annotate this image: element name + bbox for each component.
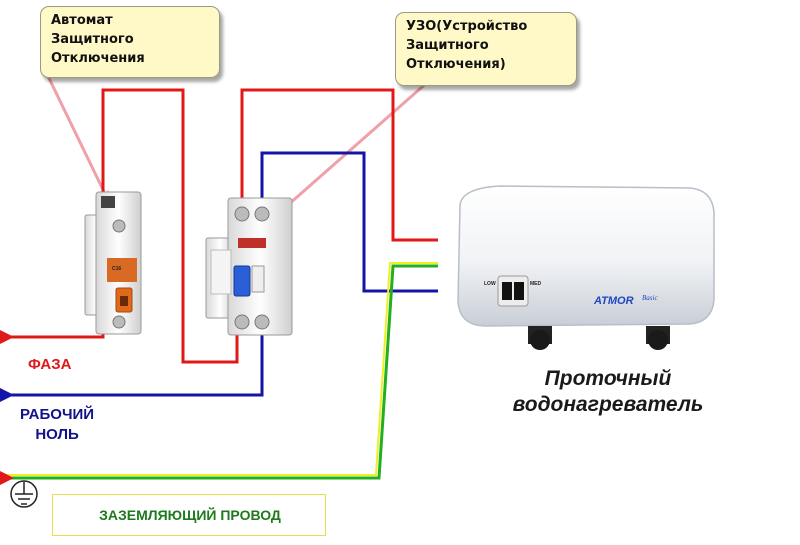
svg-text:C16: C16 (112, 266, 121, 272)
heater-caption: Проточный водонагреватель (512, 367, 704, 416)
phase-wire-cb-to-rcd (101, 88, 239, 364)
heater-model: Basic (642, 294, 658, 302)
ground-label-box: ЗАЗЕМЛЯЮЩИЙ ПРОВОД (52, 494, 326, 536)
phase-label: ФАЗА (28, 356, 72, 373)
circuit-breaker-callout: Автомат Защитного Отключения (40, 6, 220, 78)
neutral-arrow-head (0, 388, 14, 402)
ground-symbol-icon (10, 480, 38, 508)
phase-wire-rcd-to-heater (240, 88, 438, 242)
rcd-callout-pointer (279, 78, 431, 214)
heater-brand: ATMOR (593, 295, 634, 307)
rcd-callout: УЗО(Устройство Защитного Отключения) (395, 12, 577, 86)
rcd-device (205, 197, 293, 336)
ground-label: ЗАЗЕМЛЯЮЩИЙ ПРОВОД (99, 507, 281, 523)
circuit-breaker-device: C16 (84, 191, 142, 335)
ground-wire-yellow (0, 262, 438, 476)
cb-callout-pointer (43, 69, 110, 201)
heater-med-label: MED (530, 281, 542, 287)
ground-wire-green (0, 264, 438, 480)
neutral-label: РАБОЧИЙ НОЛЬ (20, 406, 95, 443)
phase-arrow-head (0, 330, 14, 344)
neutral-wire-in (0, 330, 264, 397)
ground-arrow-head (0, 471, 14, 485)
heater-low-label: LOW (484, 281, 496, 287)
water-heater-device: LOW MED ATMOR Basic (457, 185, 715, 350)
